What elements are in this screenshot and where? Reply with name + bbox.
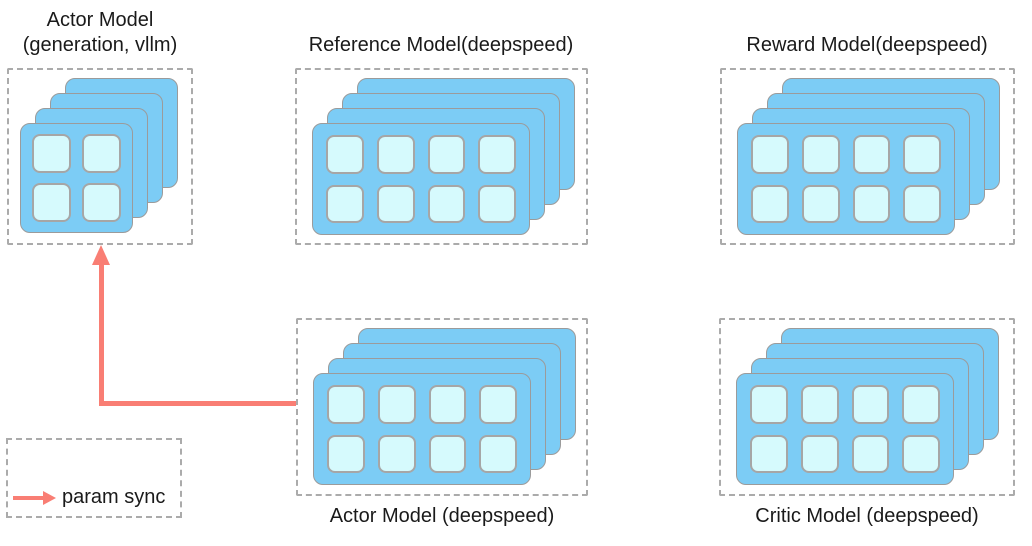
gpu-card-front	[20, 123, 133, 233]
gpu-cell	[750, 385, 788, 424]
model-actor-vllm-title: Actor Model (generation, vllm)	[23, 8, 178, 58]
gpu-cell	[800, 385, 839, 424]
gpu-cell	[801, 184, 840, 223]
model-reference-box	[295, 68, 588, 245]
gpu-cell	[427, 184, 466, 223]
model-title-line1: Critic Model (deepspeed)	[755, 505, 979, 527]
model-title-line1: Reference Model(deepspeed)	[308, 34, 574, 56]
gpu-cell	[751, 135, 789, 174]
gpu-cell	[902, 385, 940, 424]
gpu-cell	[32, 183, 71, 222]
model-title-line1: Actor Model (deepspeed)	[329, 505, 555, 527]
model-critic-title: Critic Model (deepspeed)	[755, 504, 978, 529]
gpu-cell	[750, 434, 788, 473]
model-reward-title: Reward Model(deepspeed)	[746, 33, 987, 58]
gpu-cell	[478, 135, 516, 174]
param-sync-arrow-vertical	[99, 262, 104, 406]
gpu-cell	[427, 135, 466, 174]
gpu-card-front	[312, 123, 530, 235]
gpu-cell	[82, 183, 121, 222]
model-actor-deepspeed-box	[296, 318, 588, 496]
gpu-cell	[478, 184, 516, 223]
gpu-card-front	[313, 373, 531, 485]
gpu-cell	[377, 385, 416, 424]
legend-arrowhead-icon	[43, 491, 56, 505]
gpu-cell	[82, 134, 121, 173]
gpu-stack	[298, 320, 586, 494]
gpu-cell	[376, 135, 415, 174]
gpu-cell	[327, 385, 365, 424]
model-actor-vllm-box	[7, 68, 193, 245]
legend-box	[6, 438, 182, 518]
model-title-line1: Reward Model(deepspeed)	[746, 34, 988, 56]
legend-arrow-line	[13, 496, 43, 500]
gpu-cell	[326, 184, 364, 223]
gpu-cell	[327, 434, 365, 473]
gpu-cell	[377, 434, 416, 473]
gpu-cell	[751, 184, 789, 223]
gpu-cell	[902, 434, 940, 473]
gpu-stack	[722, 70, 1013, 243]
gpu-cell	[851, 385, 890, 424]
gpu-cell	[801, 135, 840, 174]
gpu-card-front	[737, 123, 955, 235]
model-title-line1: Actor Model	[46, 9, 154, 31]
gpu-cell	[428, 434, 467, 473]
gpu-cell	[428, 385, 467, 424]
param-sync-arrowhead-icon	[92, 245, 110, 265]
gpu-stack	[9, 70, 191, 243]
gpu-cell	[800, 434, 839, 473]
model-actor-deepspeed-title: Actor Model (deepspeed)	[330, 504, 555, 529]
model-reward-box	[720, 68, 1015, 245]
gpu-stack	[721, 320, 1013, 494]
gpu-stack	[297, 70, 586, 243]
gpu-cell	[903, 135, 941, 174]
gpu-card-front	[736, 373, 954, 485]
gpu-cell	[376, 184, 415, 223]
gpu-cell	[852, 135, 891, 174]
gpu-cell	[32, 134, 71, 173]
model-title-line2: (generation, vllm)	[22, 34, 178, 56]
model-critic-box	[719, 318, 1015, 496]
gpu-cell	[479, 385, 517, 424]
legend-label: param sync	[62, 486, 166, 508]
gpu-cell	[479, 434, 517, 473]
gpu-cell	[326, 135, 364, 174]
gpu-cell	[903, 184, 941, 223]
param-sync-arrow-horizontal	[99, 401, 296, 406]
gpu-cell	[852, 184, 891, 223]
model-reference-title: Reference Model(deepspeed)	[309, 33, 574, 58]
gpu-cell	[851, 434, 890, 473]
